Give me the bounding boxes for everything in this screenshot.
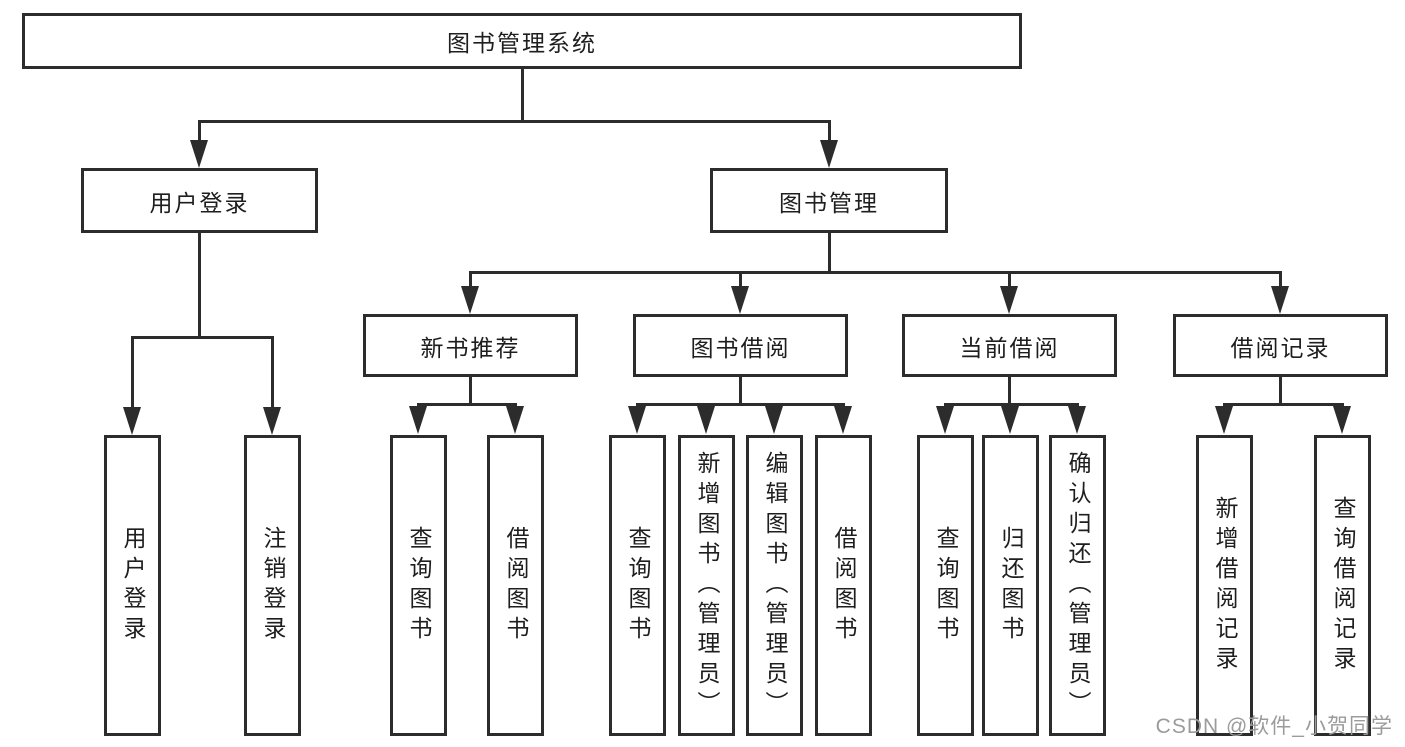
connector-line	[1008, 377, 1011, 406]
leaf-label: 编辑图书（管理员）	[762, 450, 788, 721]
arrow-down-icon	[506, 406, 524, 434]
node-borrowing-records: 借阅记录	[1173, 314, 1388, 377]
node-query-books-recommend: 查询图书	[390, 435, 447, 736]
connector-line	[131, 336, 134, 410]
leaf-label: 借阅图书	[831, 525, 857, 646]
connector-line	[1223, 403, 1344, 406]
arrow-down-icon	[123, 407, 141, 435]
connector-line	[198, 120, 201, 144]
arrow-down-icon	[1000, 286, 1018, 314]
node-add-books-admin: 新增图书（管理员）	[678, 435, 735, 736]
node-add-borrow-record: 新增借阅记录	[1196, 435, 1253, 736]
arrow-down-icon	[1215, 406, 1233, 434]
arrow-down-icon	[628, 406, 646, 434]
connector-line	[739, 377, 742, 406]
connector-line	[417, 403, 517, 406]
connector-line	[828, 120, 831, 144]
arrow-down-icon	[1333, 406, 1351, 434]
arrow-down-icon	[1001, 406, 1019, 434]
node-return-books: 归还图书	[982, 435, 1039, 736]
arrow-down-icon	[765, 406, 783, 434]
connector-line	[469, 271, 1282, 274]
leaf-label: 查询图书	[625, 525, 651, 646]
leaf-label: 借阅图书	[503, 525, 529, 646]
arrow-down-icon	[936, 406, 954, 434]
node-logout: 注销登录	[244, 435, 301, 736]
node-query-borrow-record: 查询借阅记录	[1314, 435, 1371, 736]
node-library-system: 图书管理系统	[22, 13, 1022, 69]
arrow-down-icon	[731, 286, 749, 314]
leaf-label: 查询图书	[933, 525, 959, 646]
arrow-down-icon	[820, 140, 838, 168]
leaf-label: 新增图书（管理员）	[694, 450, 720, 721]
connector-line	[1008, 271, 1011, 289]
leaf-label: 查询图书	[406, 525, 432, 646]
node-book-borrowing: 图书借阅	[633, 314, 848, 377]
arrow-down-icon	[1068, 406, 1086, 434]
connector-line	[469, 377, 472, 406]
node-book-management: 图书管理	[710, 168, 948, 233]
arrow-down-icon	[834, 406, 852, 434]
connector-line	[469, 271, 472, 289]
connector-line	[1279, 377, 1282, 406]
node-confirm-return-admin: 确认归还（管理员）	[1049, 435, 1106, 736]
node-user-login: 用户登录	[81, 168, 318, 233]
connector-line	[739, 271, 742, 289]
arrow-down-icon	[190, 140, 208, 168]
leaf-label: 用户登录	[120, 525, 146, 646]
connector-line	[828, 233, 831, 273]
node-user-login-leaf: 用户登录	[104, 435, 161, 736]
connector-line	[521, 69, 524, 121]
node-borrow-books-recommend: 借阅图书	[487, 435, 544, 736]
node-edit-books-admin: 编辑图书（管理员）	[746, 435, 803, 736]
arrow-down-icon	[697, 406, 715, 434]
arrow-down-icon	[263, 407, 281, 435]
leaf-label: 新增借阅记录	[1212, 495, 1238, 676]
connector-line	[271, 336, 274, 410]
node-query-books-current: 查询图书	[917, 435, 974, 736]
connector-line	[1279, 271, 1282, 289]
connector-line	[944, 403, 1079, 406]
connector-line	[198, 120, 831, 123]
connector-line	[198, 233, 201, 338]
node-current-borrowing: 当前借阅	[902, 314, 1117, 377]
arrow-down-icon	[1271, 286, 1289, 314]
arrow-down-icon	[461, 286, 479, 314]
connector-line	[636, 403, 845, 406]
leaf-label: 注销登录	[260, 525, 286, 646]
node-borrow-books: 借阅图书	[815, 435, 872, 736]
node-new-book-recommend: 新书推荐	[363, 314, 578, 377]
node-query-books-borrowing: 查询图书	[609, 435, 666, 736]
connector-line	[131, 336, 274, 339]
arrow-down-icon	[409, 406, 427, 434]
leaf-label: 确认归还（管理员）	[1065, 450, 1091, 721]
leaf-label: 归还图书	[998, 525, 1024, 646]
leaf-label: 查询借阅记录	[1330, 495, 1356, 676]
watermark: CSDN @软件_小贺同学	[1155, 715, 1393, 738]
